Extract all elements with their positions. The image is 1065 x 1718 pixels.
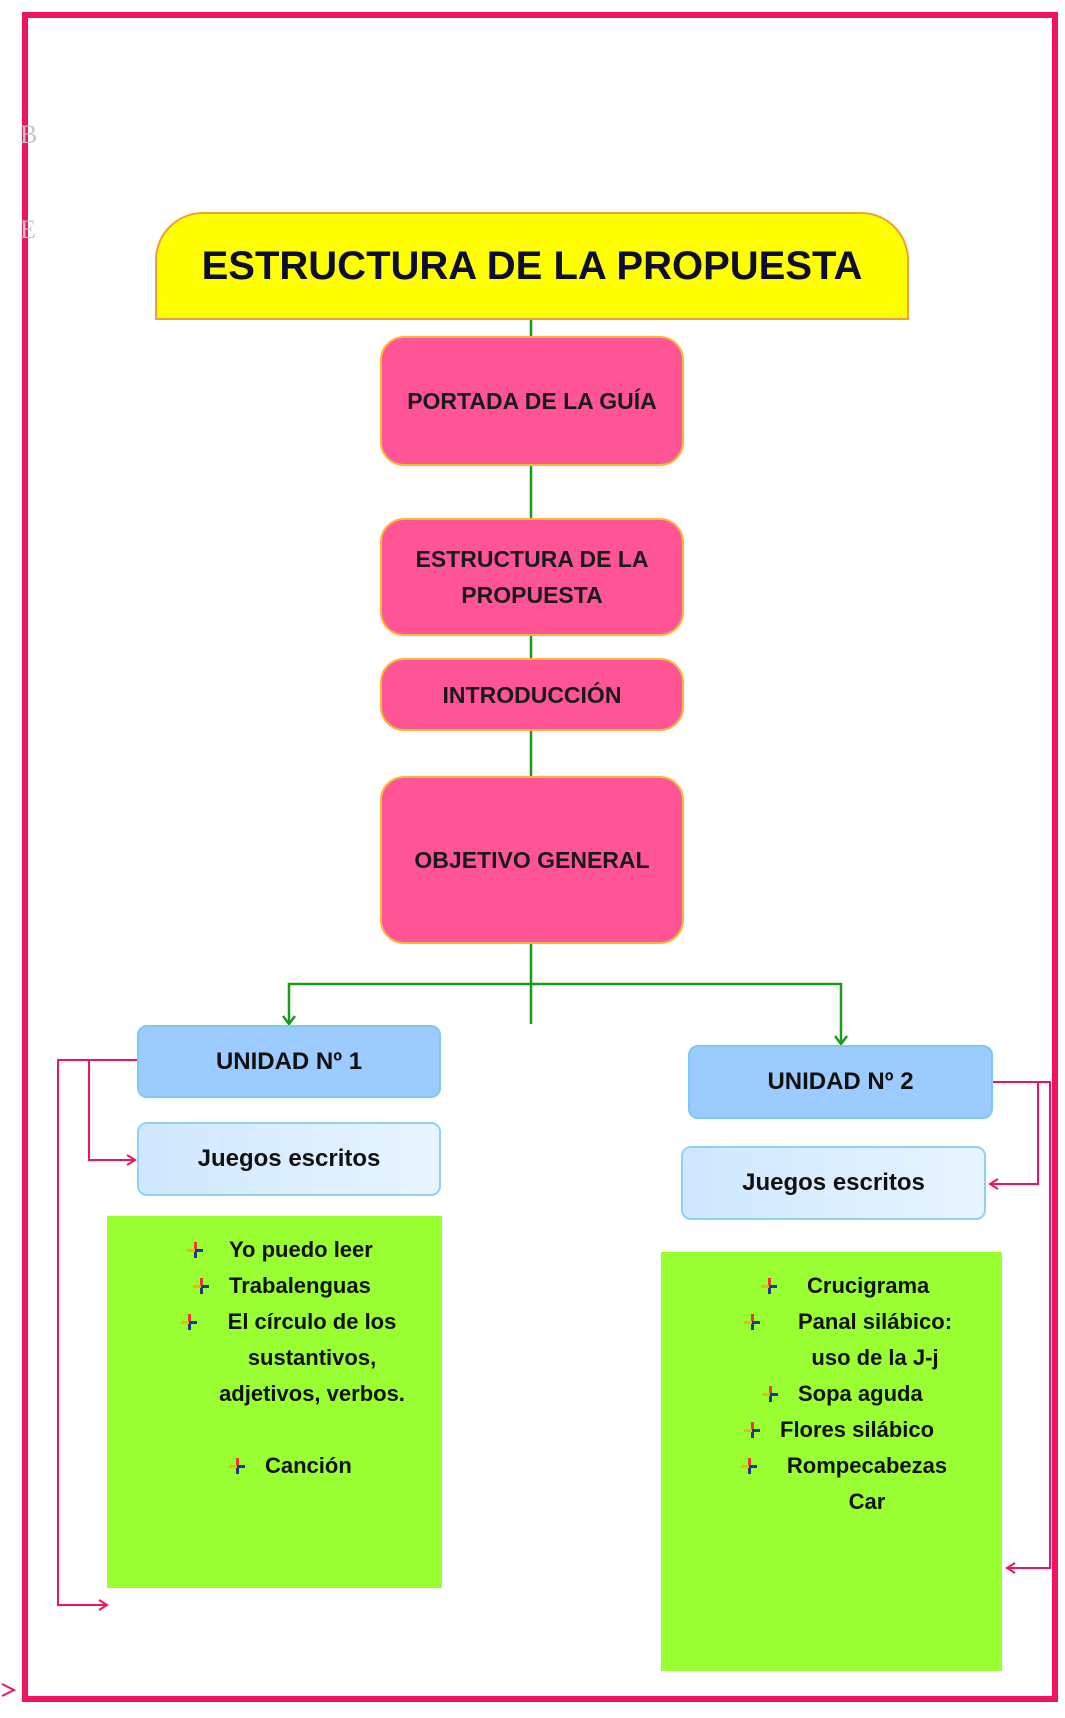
unit2-subtitle-arrowhead bbox=[988, 1178, 999, 1190]
unit1-item-2: Trabalenguas bbox=[193, 1268, 433, 1304]
unit1-item-3: El círculo de los sustantivos, adjetivos… bbox=[181, 1304, 431, 1412]
page-frame bbox=[22, 12, 1058, 1702]
page-title: ESTRUCTURA DE LA PROPUESTA bbox=[155, 212, 909, 320]
unit1-list-arrowhead bbox=[98, 1599, 109, 1611]
unit2-item-5: Rompecabezas Car bbox=[741, 1448, 986, 1520]
four-color-cross-bullet-icon bbox=[181, 1314, 197, 1330]
unit1-item-1: Yo puedo leer bbox=[187, 1232, 427, 1268]
unit2-item-2: Panal silábico: uso de la J-j bbox=[744, 1304, 984, 1376]
four-color-cross-bullet-icon bbox=[741, 1458, 757, 1474]
arrowhead-unit2 bbox=[834, 1035, 848, 1047]
margin-arrowhead bbox=[1, 1683, 17, 1697]
four-color-cross-bullet-icon bbox=[761, 1278, 777, 1294]
arrowhead-unit1 bbox=[282, 1015, 296, 1027]
unit2-subtitle-box: Juegos escritos bbox=[681, 1146, 986, 1220]
unit1-item-4: Canción bbox=[229, 1448, 429, 1484]
unit2-item-3: Sopa aguda bbox=[762, 1376, 982, 1412]
stray-character-middle: E bbox=[20, 215, 36, 244]
four-color-cross-bullet-icon bbox=[762, 1386, 778, 1402]
unit1-to-list-connector bbox=[57, 1059, 137, 1606]
unit2-to-subtitle-connector bbox=[990, 1081, 1039, 1185]
four-color-cross-bullet-icon bbox=[744, 1422, 760, 1438]
unit2-box: UNIDAD Nº 2 bbox=[688, 1045, 993, 1119]
unit2-items-box: Crucigrama Panal silábico: uso de la J-j… bbox=[661, 1252, 1002, 1671]
unit1-items-box: Yo puedo leer Trabalenguas El círculo de… bbox=[107, 1216, 442, 1588]
four-color-cross-bullet-icon bbox=[193, 1278, 209, 1294]
unit2-item-1: Crucigrama bbox=[761, 1268, 981, 1304]
node-introduccion: INTRODUCCIÓN bbox=[380, 658, 684, 731]
unit2-item-4: Flores silábico bbox=[744, 1412, 984, 1448]
four-color-cross-bullet-icon bbox=[229, 1458, 245, 1474]
unit1-subtitle-box: Juegos escritos bbox=[137, 1122, 441, 1196]
unit2-to-list-connector bbox=[993, 1081, 1051, 1569]
node-objetivo-general: OBJETIVO GENERAL bbox=[380, 776, 684, 944]
four-color-cross-bullet-icon bbox=[744, 1314, 760, 1330]
unit2-list-arrowhead bbox=[1005, 1562, 1016, 1574]
branch-to-unit1 bbox=[287, 982, 531, 1024]
node-portada: PORTADA DE LA GUÍA bbox=[380, 336, 684, 466]
stray-character-top: B bbox=[20, 120, 38, 149]
unit1-box: UNIDAD Nº 1 bbox=[137, 1025, 441, 1098]
branch-to-unit2 bbox=[531, 982, 843, 1044]
unit1-subtitle-arrowhead bbox=[126, 1154, 137, 1166]
four-color-cross-bullet-icon bbox=[187, 1242, 203, 1258]
unit1-to-subtitle-connector bbox=[88, 1059, 137, 1161]
node-estructura: ESTRUCTURA DE LA PROPUESTA bbox=[380, 518, 684, 636]
